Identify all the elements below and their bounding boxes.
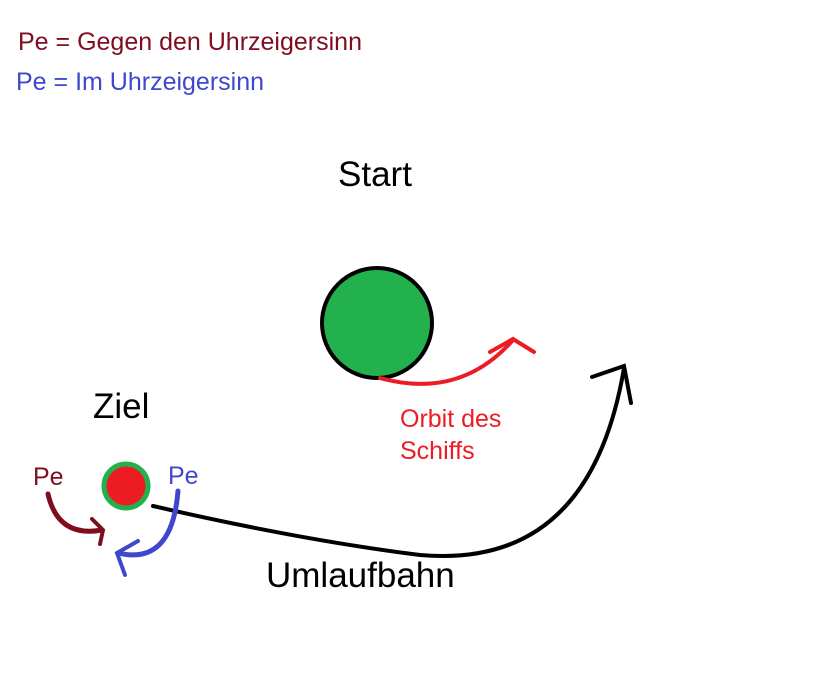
ziel-label: Ziel (93, 387, 150, 426)
cw-arrow (115, 488, 181, 558)
umlaufbahn-label: Umlaufbahn (266, 556, 455, 595)
orbit-label-line2: Schiffs (400, 437, 475, 465)
ccw-arrow (45, 491, 105, 534)
transfer-orbit-arrowhead (590, 363, 633, 405)
start-planet (320, 266, 434, 380)
pe-right-label: Pe (168, 462, 199, 490)
pe-left-label: Pe (33, 463, 64, 491)
cw-arrowhead (114, 539, 140, 577)
start-label: Start (338, 155, 412, 194)
ccw-arrowhead (90, 517, 106, 546)
transfer-orbit-arrow (151, 366, 626, 558)
legend-cw: Pe = Im Uhrzeigersinn (16, 68, 265, 96)
legend-ccw: Pe = Gegen den Uhrzeigersinn (18, 28, 362, 56)
ship-orbit-arrowhead (488, 336, 536, 354)
target-planet (101, 461, 151, 511)
ship-orbit-arrow (378, 338, 515, 386)
orbit-label-line1: Orbit des (400, 405, 502, 433)
